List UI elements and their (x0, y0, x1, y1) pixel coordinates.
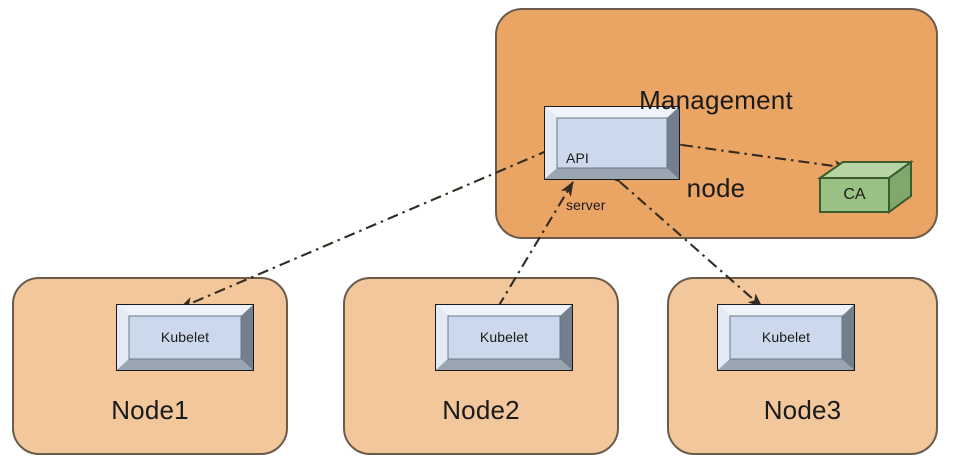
api-server-label-line2: server (566, 197, 606, 214)
node3-kubelet-label: Kubelet (761, 329, 811, 345)
connection-node2-to-api (485, 181, 574, 322)
management-node-title: Management node (596, 28, 836, 261)
node3-kubelet-box[interactable] (717, 304, 855, 371)
management-node-title-line1: Management (639, 85, 793, 116)
connection-lines (179, 137, 849, 322)
node1-kubelet-label: Kubelet (160, 329, 210, 345)
connection-api-to-node3 (605, 168, 763, 308)
node2-kubelet-label: Kubelet (479, 329, 529, 345)
ca-label: CA (843, 186, 866, 203)
node2-kubelet-box[interactable] (435, 304, 573, 371)
node1-title: Node1 (111, 395, 189, 425)
api-server-label: API server (566, 120, 666, 245)
connection-api-to-ca (667, 137, 849, 172)
node3-title: Node3 (763, 395, 842, 425)
node1-kubelet-box[interactable] (116, 304, 254, 371)
api-server-box[interactable] (544, 106, 680, 180)
management-node-title-line2: node (686, 172, 746, 203)
node2-title: Node2 (442, 395, 520, 425)
api-server-label-line1: API (566, 150, 589, 167)
connection-api-to-node1 (179, 139, 565, 309)
ca-box[interactable] (816, 160, 915, 214)
